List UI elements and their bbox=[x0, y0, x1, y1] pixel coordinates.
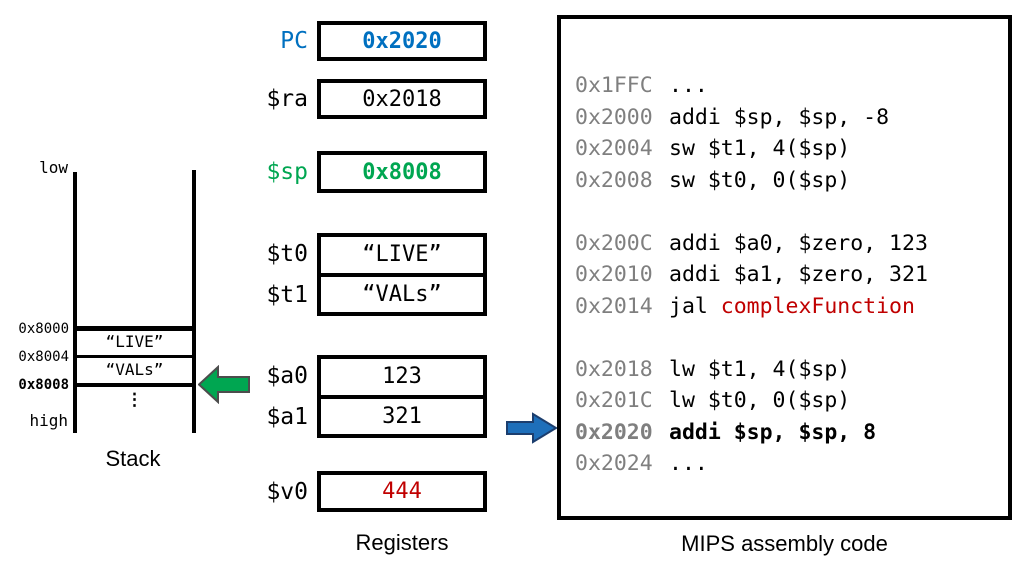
stack-address-0x8000: 0x8000 bbox=[18, 321, 69, 337]
code-line: 0x2024... bbox=[575, 448, 1008, 480]
register-box-t0-t1: “LIVE” “VALs” bbox=[317, 233, 487, 316]
register-value-t1: “VALs” bbox=[321, 272, 483, 313]
code-address: 0x2024 bbox=[575, 451, 653, 476]
code-instruction: sw $t0, 0($sp) bbox=[669, 167, 851, 193]
stack-line-0x8008 bbox=[73, 383, 196, 387]
register-label-v0: $v0 bbox=[266, 479, 308, 505]
green-left-arrow-icon bbox=[198, 365, 250, 404]
code-instruction: lw $t0, 0($sp) bbox=[669, 388, 851, 413]
code-instruction: ... bbox=[669, 73, 708, 98]
register-label-a1: $a1 bbox=[266, 404, 308, 430]
stack-low-label: low bbox=[39, 158, 68, 177]
code-line: 0x2018 lw $t1, 4($sp) bbox=[575, 354, 1008, 386]
code-instruction: addi $a0, $zero, 123 bbox=[669, 230, 928, 256]
register-label-sp: $sp bbox=[266, 159, 308, 185]
code-blank-line bbox=[575, 196, 1008, 228]
code-instruction: addi $sp, $sp, -8 bbox=[669, 104, 890, 130]
code-line: 0x2014 jal complexFunction bbox=[575, 291, 1008, 323]
code-line: 0x2008 sw $t0, 0($sp) bbox=[575, 165, 1008, 197]
stack-high-label: high bbox=[29, 411, 68, 430]
code-call-target: complexFunction bbox=[720, 293, 915, 319]
assembly-code-panel: 0x1FFC... 0x2000 addi $sp, $sp, -8 0x2004… bbox=[557, 15, 1012, 520]
code-instruction: addi $a1, $zero, 321 bbox=[669, 262, 928, 287]
code-line: 0x2000 addi $sp, $sp, -8 bbox=[575, 102, 1008, 134]
code-line: 0x201C lw $t0, 0($sp) bbox=[575, 385, 1008, 417]
stack-left-wall bbox=[73, 172, 77, 433]
register-value-t0: “LIVE” bbox=[362, 242, 442, 268]
code-instruction: jal bbox=[669, 293, 721, 319]
stack-line-0x8004 bbox=[73, 355, 196, 358]
code-instruction: lw $t1, 4($sp) bbox=[669, 356, 851, 382]
register-label-ra: $ra bbox=[266, 86, 308, 112]
register-label-pc: PC bbox=[280, 28, 308, 54]
code-line: 0x200C addi $a0, $zero, 123 bbox=[575, 228, 1008, 260]
registers-caption: Registers bbox=[355, 530, 449, 555]
register-box-v0: 444 bbox=[317, 471, 487, 512]
code-instruction: addi $sp, $sp, 8 bbox=[669, 419, 877, 445]
code-address: 0x2010 bbox=[575, 262, 653, 287]
register-label-a0: $a0 bbox=[266, 363, 308, 389]
code-line: 0x1FFC... bbox=[575, 70, 1008, 102]
code-address: 0x2004 bbox=[575, 136, 653, 161]
code-line: 0x2004 sw $t1, 4($sp) bbox=[575, 133, 1008, 165]
code-address: 0x2020 bbox=[575, 419, 653, 445]
register-box-ra: 0x2018 bbox=[317, 79, 487, 119]
code-address: 0x2008 bbox=[575, 167, 653, 193]
register-value-a1: 321 bbox=[321, 394, 483, 435]
blue-right-arrow-icon bbox=[506, 412, 558, 444]
register-value-a0: 123 bbox=[382, 364, 422, 390]
code-address: 0x201C bbox=[575, 388, 653, 413]
stack-cell-vals: “VALs” bbox=[105, 360, 164, 379]
register-label-t0: $t0 bbox=[266, 241, 308, 267]
stack-ellipsis: ⋮ bbox=[126, 390, 143, 410]
stack-caption: Stack bbox=[105, 446, 161, 471]
code-instruction: ... bbox=[669, 451, 708, 476]
stack-cell-live: “LIVE” bbox=[105, 332, 164, 351]
code-address: 0x2014 bbox=[575, 293, 653, 319]
stack-right-wall bbox=[192, 170, 196, 433]
code-address: 0x200C bbox=[575, 230, 653, 256]
code-instruction: sw $t1, 4($sp) bbox=[669, 136, 851, 161]
code-line-current: 0x2020 addi $sp, $sp, 8 bbox=[575, 417, 1008, 449]
stack-address-0x8004: 0x8004 bbox=[18, 349, 69, 365]
stack-line-0x8000 bbox=[73, 326, 196, 331]
code-address: 0x2018 bbox=[575, 356, 653, 382]
register-box-sp: 0x8008 bbox=[317, 151, 487, 193]
code-blank-line bbox=[575, 322, 1008, 354]
register-box-a0-a1: 123 321 bbox=[317, 355, 487, 438]
assembly-code-caption: MIPS assembly code bbox=[681, 531, 888, 556]
code-line: 0x2010 addi $a1, $zero, 321 bbox=[575, 259, 1008, 291]
stack-address-0x8008: 0x8008 bbox=[18, 377, 69, 393]
code-address: 0x2000 bbox=[575, 104, 653, 130]
register-label-t1: $t1 bbox=[266, 282, 308, 308]
register-box-pc: 0x2020 bbox=[317, 21, 487, 61]
code-address: 0x1FFC bbox=[575, 73, 653, 98]
